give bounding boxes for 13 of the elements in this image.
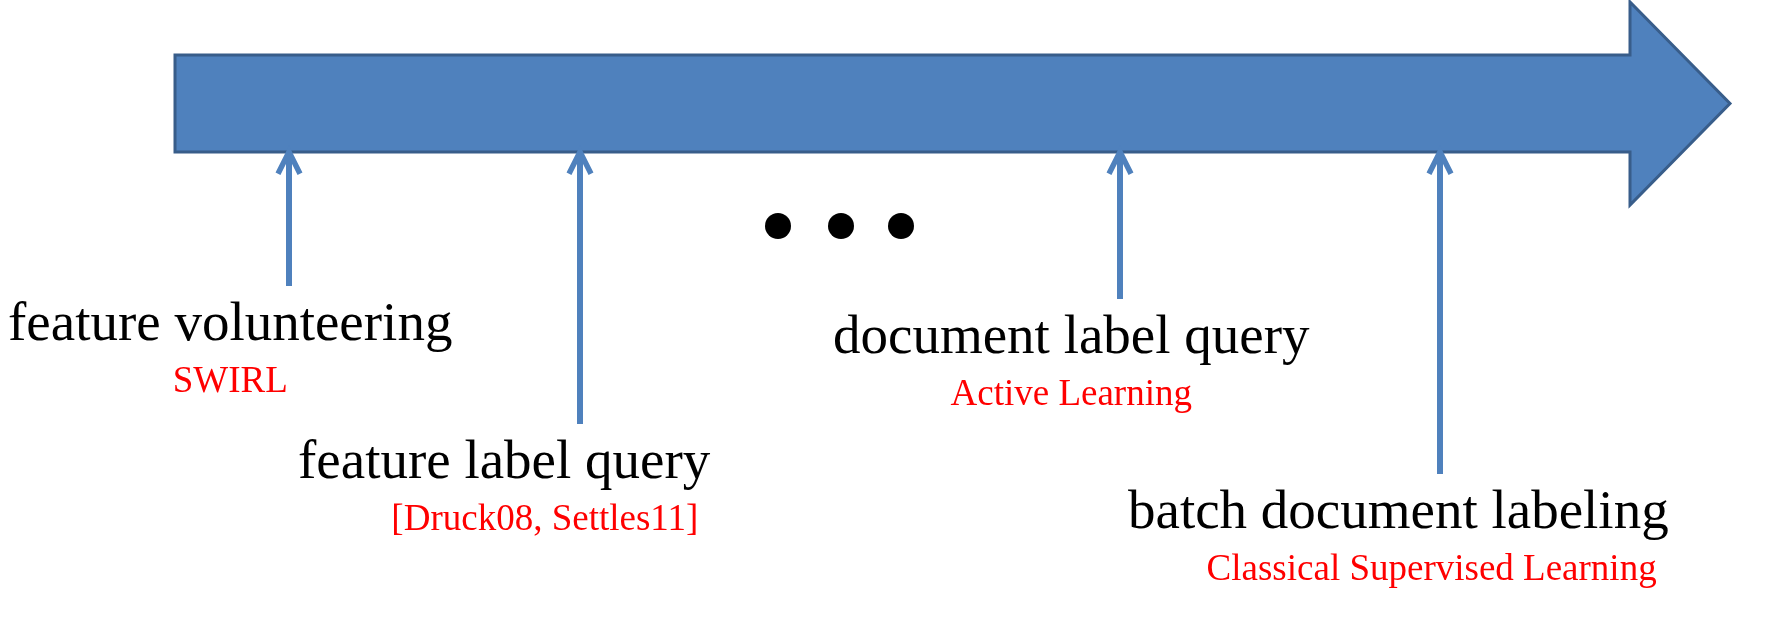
method-label: batch document labeling	[1128, 480, 1669, 540]
arrow	[1426, 149, 1454, 474]
method-label: document label query	[833, 305, 1310, 365]
method-reference: Classical Supervised Learning	[1206, 546, 1657, 590]
method-label: feature volunteering	[8, 292, 453, 352]
method-label: feature label query	[298, 430, 711, 490]
method-reference: SWIRL	[172, 358, 288, 402]
arrow	[275, 149, 303, 286]
arrow	[566, 149, 594, 424]
method-reference: Active Learning	[950, 371, 1192, 415]
timeline-arrow	[173, 0, 1733, 209]
method-reference: [Druck08, Settles11]	[391, 496, 699, 540]
arrow	[1106, 149, 1134, 299]
